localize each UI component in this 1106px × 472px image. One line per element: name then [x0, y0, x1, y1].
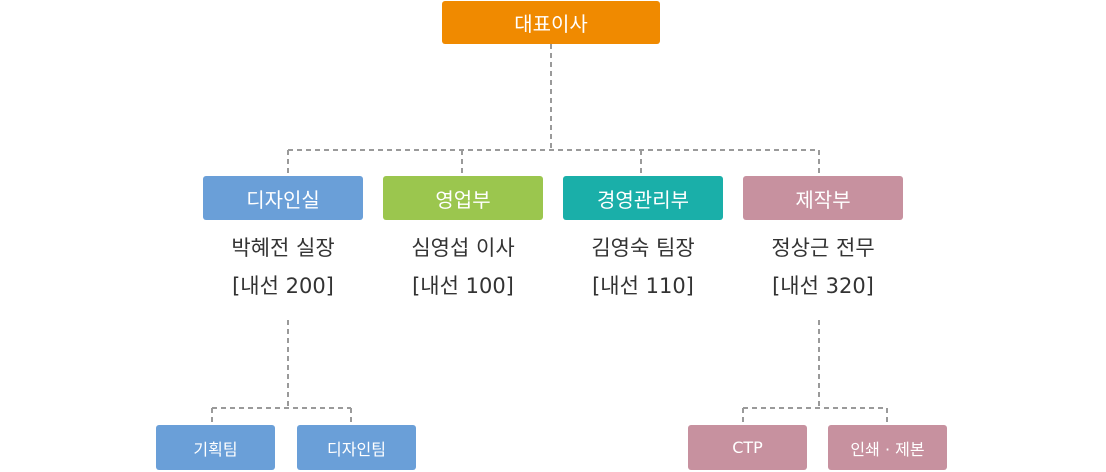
- team-label-print-binding: 인쇄 · 제본: [850, 439, 925, 459]
- dept-extension-management: [내선 110]: [592, 274, 694, 298]
- dept-head-management: 김영숙 팀장: [591, 236, 695, 260]
- dept-label-management: 경영관리부: [597, 187, 689, 212]
- team-box-ctp: CTP: [688, 425, 807, 470]
- dept-extension-sales: [내선 100]: [412, 274, 514, 298]
- dept-info-sales: 심영섭 이사 [내선 100]: [373, 229, 553, 305]
- ceo-box: 대표이사: [442, 1, 660, 44]
- dept-box-sales: 영업부: [383, 176, 543, 220]
- team-label-ctp: CTP: [732, 438, 763, 457]
- dept-head-design: 박혜전 실장: [231, 236, 335, 260]
- ceo-label: 대표이사: [514, 12, 588, 36]
- dept-info-management: 김영숙 팀장 [내선 110]: [553, 229, 733, 305]
- team-box-planning: 기획팀: [156, 425, 275, 470]
- dept-info-production: 정상근 전무 [내선 320]: [733, 229, 913, 305]
- team-label-planning: 기획팀: [193, 439, 238, 459]
- dept-box-management: 경영관리부: [563, 176, 723, 220]
- dept-label-design: 디자인실: [246, 187, 320, 212]
- dept-extension-design: [내선 200]: [232, 274, 334, 298]
- dept-info-design: 박혜전 실장 [내선 200]: [193, 229, 373, 305]
- dept-head-production: 정상근 전무: [771, 236, 875, 260]
- dept-box-production: 제작부: [743, 176, 903, 220]
- dept-label-production: 제작부: [795, 187, 851, 212]
- team-box-print-binding: 인쇄 · 제본: [828, 425, 947, 470]
- team-box-design: 디자인팀: [297, 425, 416, 470]
- dept-box-design: 디자인실: [203, 176, 363, 220]
- dept-label-sales: 영업부: [435, 187, 491, 212]
- dept-head-sales: 심영섭 이사: [411, 236, 515, 260]
- dept-extension-production: [내선 320]: [772, 274, 874, 298]
- team-label-design: 디자인팀: [327, 439, 386, 459]
